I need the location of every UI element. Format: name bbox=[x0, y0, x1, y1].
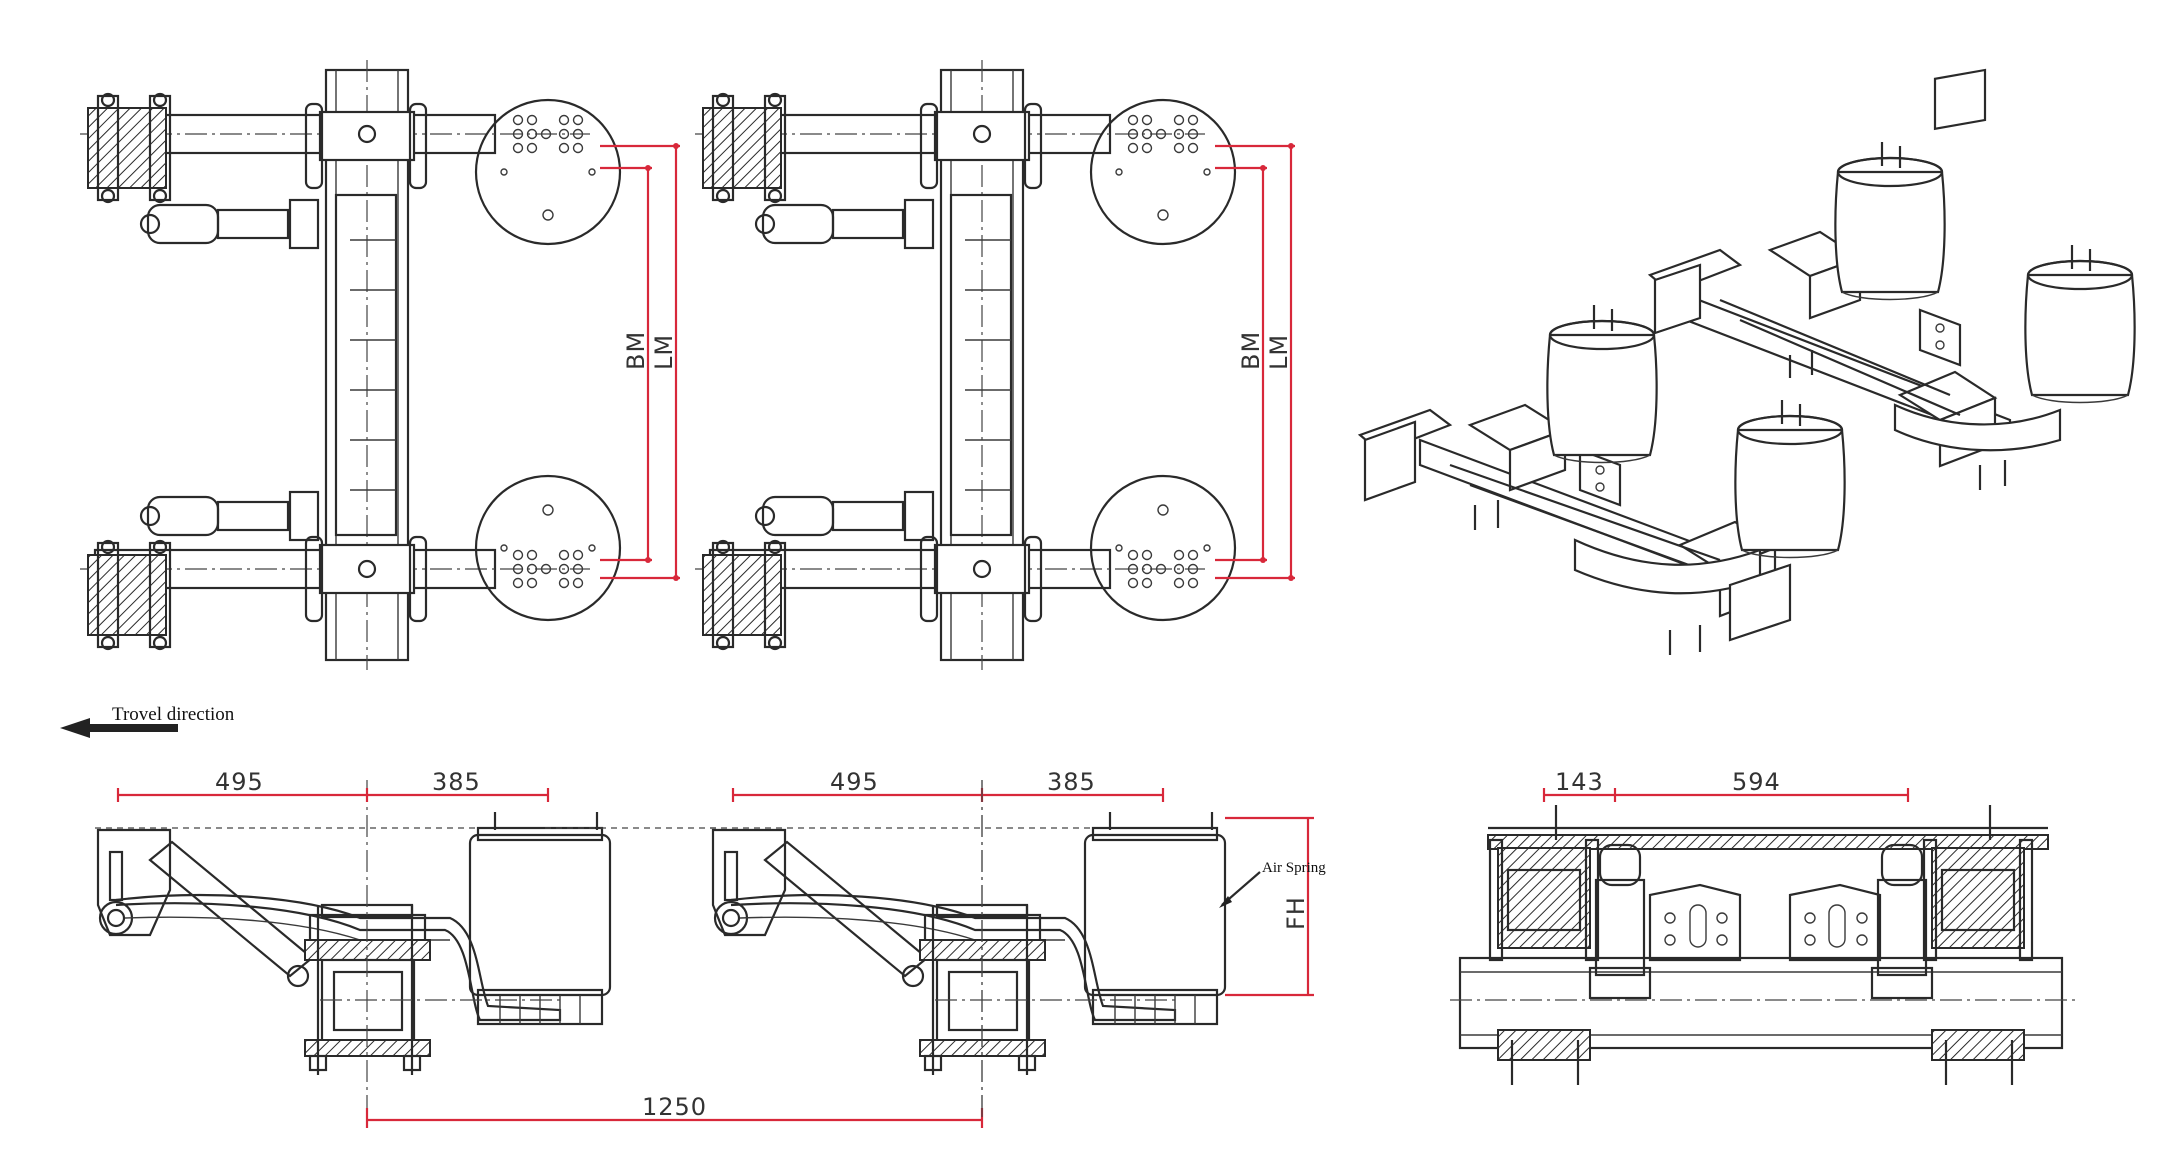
bm-lm-dimensions-left: BM LM bbox=[600, 143, 680, 581]
dim-143: 143 bbox=[1555, 768, 1604, 796]
travel-direction-label: Trovel direction bbox=[112, 704, 235, 725]
bm-label: BM bbox=[622, 331, 650, 370]
bm-label-right: BM bbox=[1237, 331, 1265, 370]
top-view-right bbox=[693, 58, 1237, 672]
travel-direction: Trovel direction bbox=[60, 704, 235, 738]
lm-label: LM bbox=[650, 334, 678, 370]
end-view: 143 594 bbox=[1450, 768, 2075, 1085]
dim-1250: 1250 bbox=[642, 1093, 707, 1121]
bm-lm-dimensions-right: BM LM bbox=[1215, 143, 1295, 581]
air-spring-callout: Air Spring bbox=[1219, 860, 1326, 908]
fh-label: FH bbox=[1282, 896, 1310, 930]
dim-495-left: 495 bbox=[215, 768, 264, 796]
isometric-view bbox=[1357, 68, 2136, 655]
dim-594: 594 bbox=[1732, 768, 1781, 796]
air-spring-label: Air Spring bbox=[1262, 860, 1326, 876]
top-view-left bbox=[78, 58, 622, 672]
side-view-right bbox=[708, 778, 1227, 1122]
lm-label-right: LM bbox=[1265, 334, 1293, 370]
side-view-left bbox=[93, 778, 612, 1122]
dim-385-right: 385 bbox=[1047, 768, 1096, 796]
fh-dimension: FH bbox=[1225, 816, 1314, 997]
arrow-left-icon bbox=[60, 718, 178, 738]
axle-spacing-dimension: 1250 bbox=[365, 780, 984, 1128]
dimension-chain-left: 495 385 bbox=[116, 768, 550, 802]
dim-385-left: 385 bbox=[432, 768, 481, 796]
dimension-chain-right: 495 385 bbox=[731, 768, 1165, 802]
dim-495-right: 495 bbox=[830, 768, 879, 796]
